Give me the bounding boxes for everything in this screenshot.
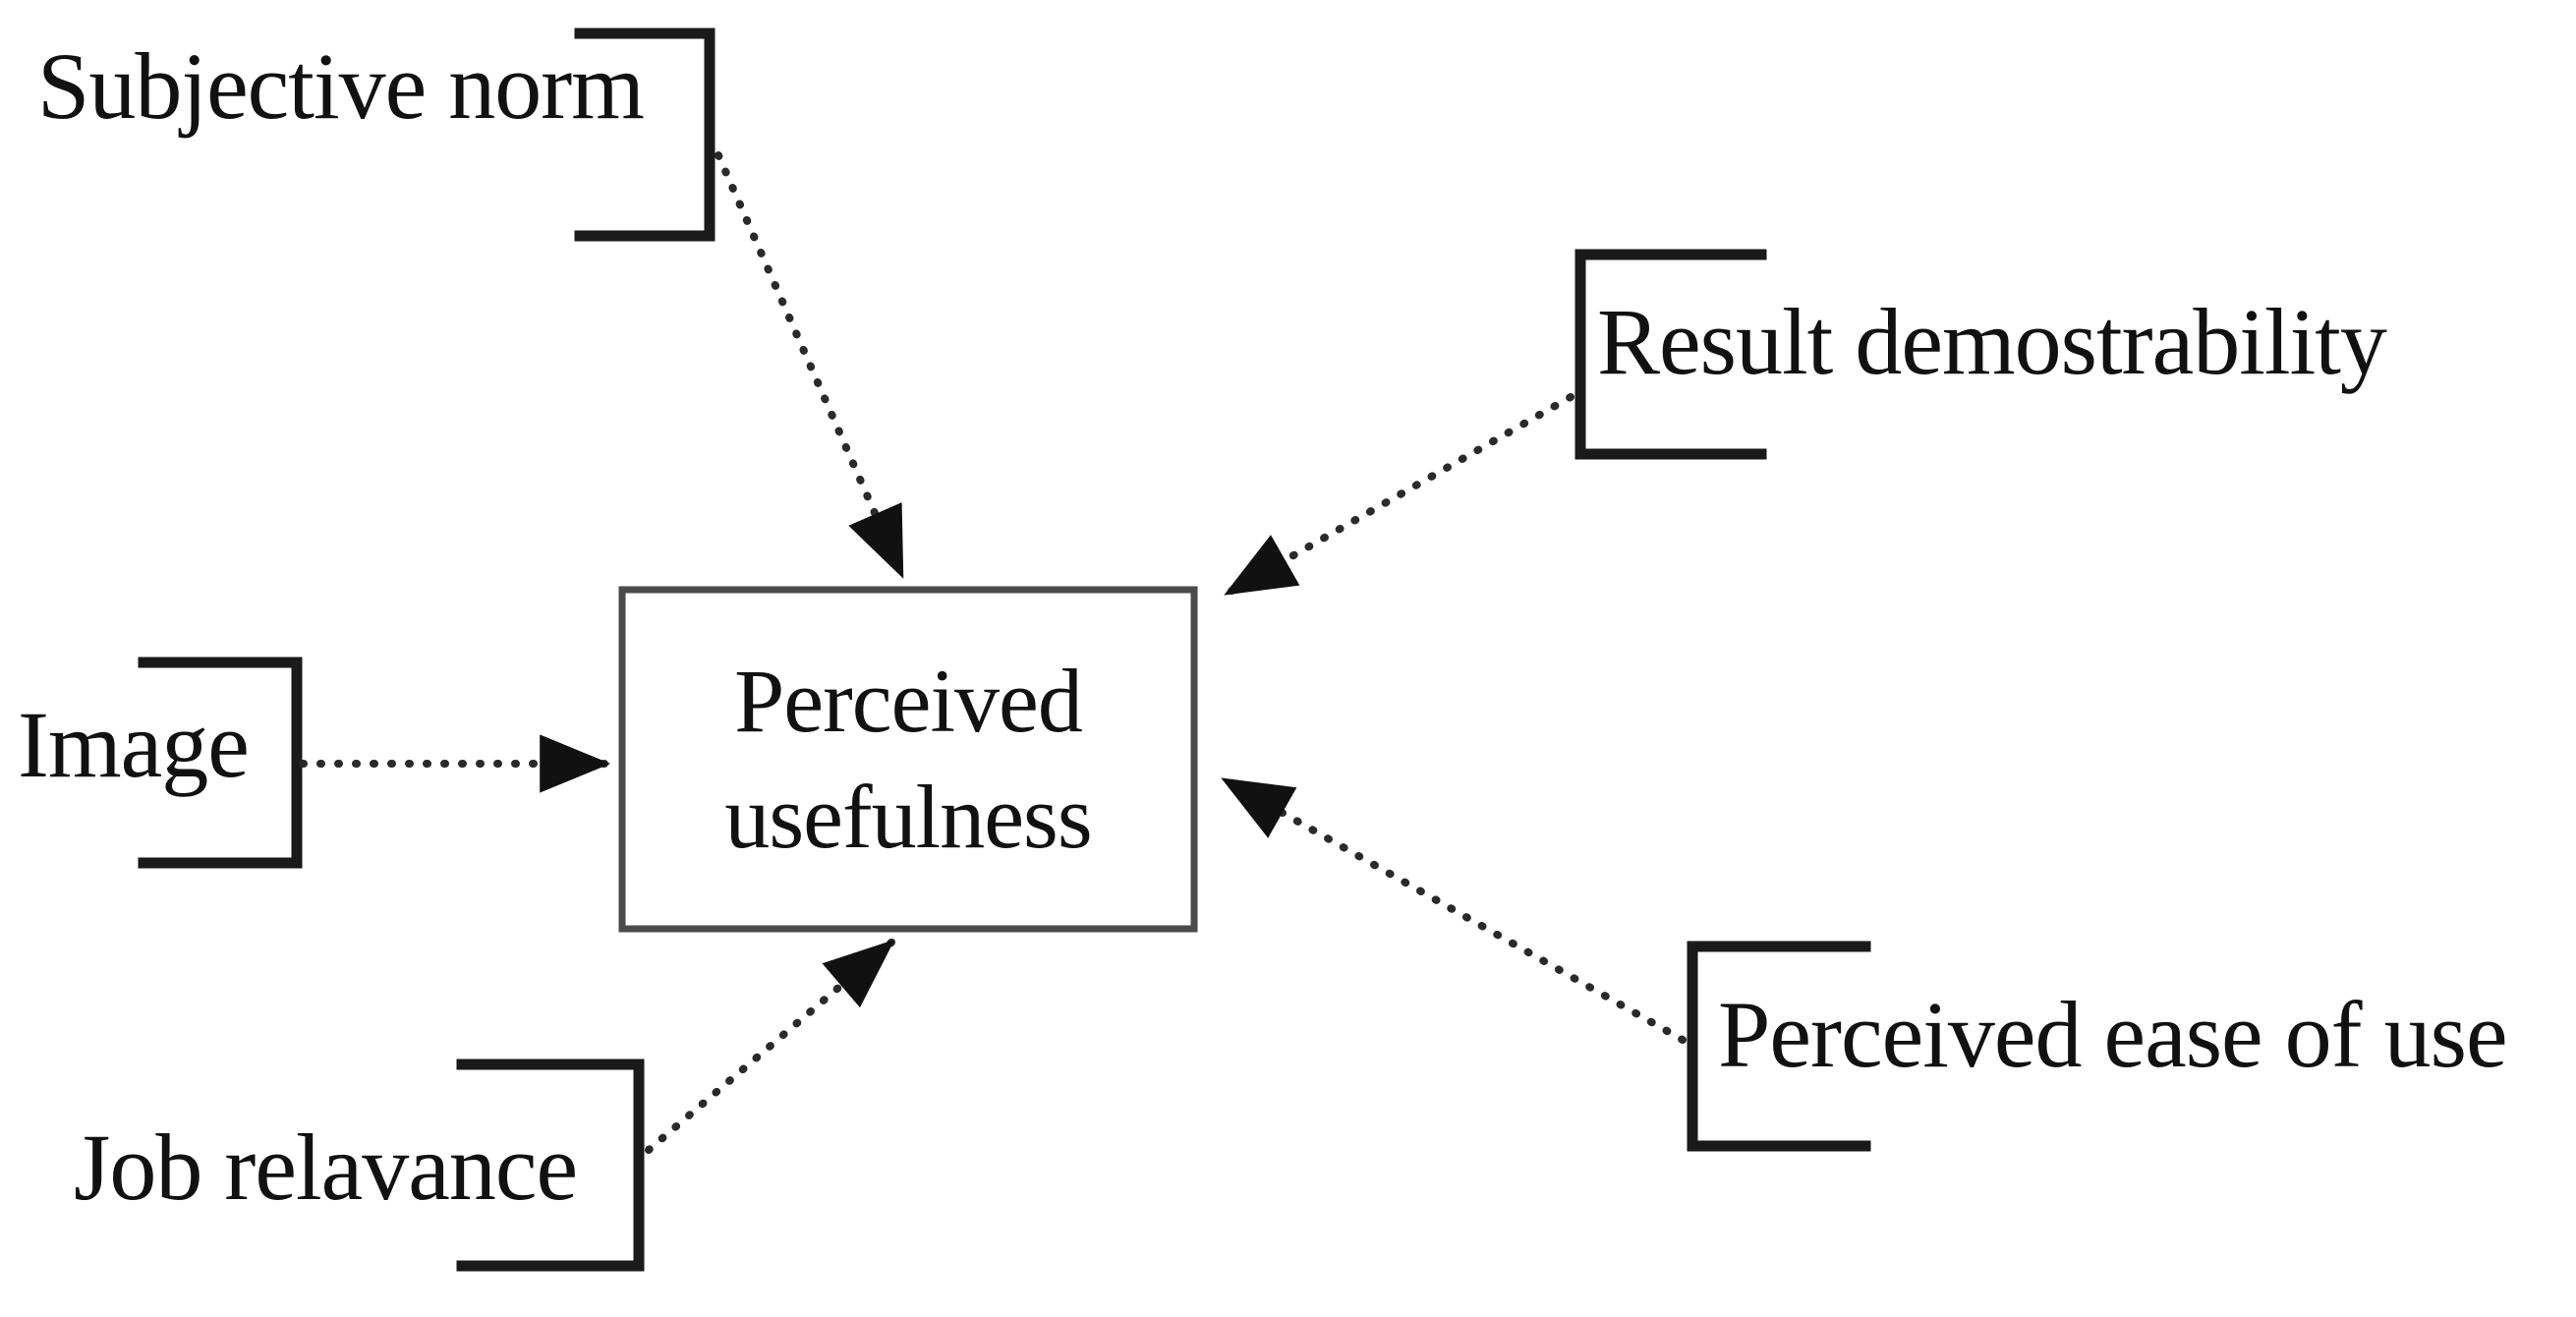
perceived-usefulness-line1: Perceived xyxy=(734,650,1083,751)
label-result-demostrability: Result demostrability xyxy=(1597,289,2387,394)
label-subjective-norm: Subjective norm xyxy=(37,33,645,139)
edge-job-relavance xyxy=(645,938,896,1154)
label-job-relavance: Job relavance xyxy=(74,1115,578,1220)
edge-perceived-ease-of-use xyxy=(1220,775,1687,1044)
perceived-usefulness-line2: usefulness xyxy=(724,766,1092,867)
perceived-usefulness-label: Perceived usefulness xyxy=(622,590,1194,929)
edge-result-demostrability xyxy=(1223,393,1574,598)
label-perceived-ease-of-use: Perceived ease of use xyxy=(1718,982,2508,1087)
label-image: Image xyxy=(18,692,250,797)
edge-subjective-norm xyxy=(715,151,906,580)
